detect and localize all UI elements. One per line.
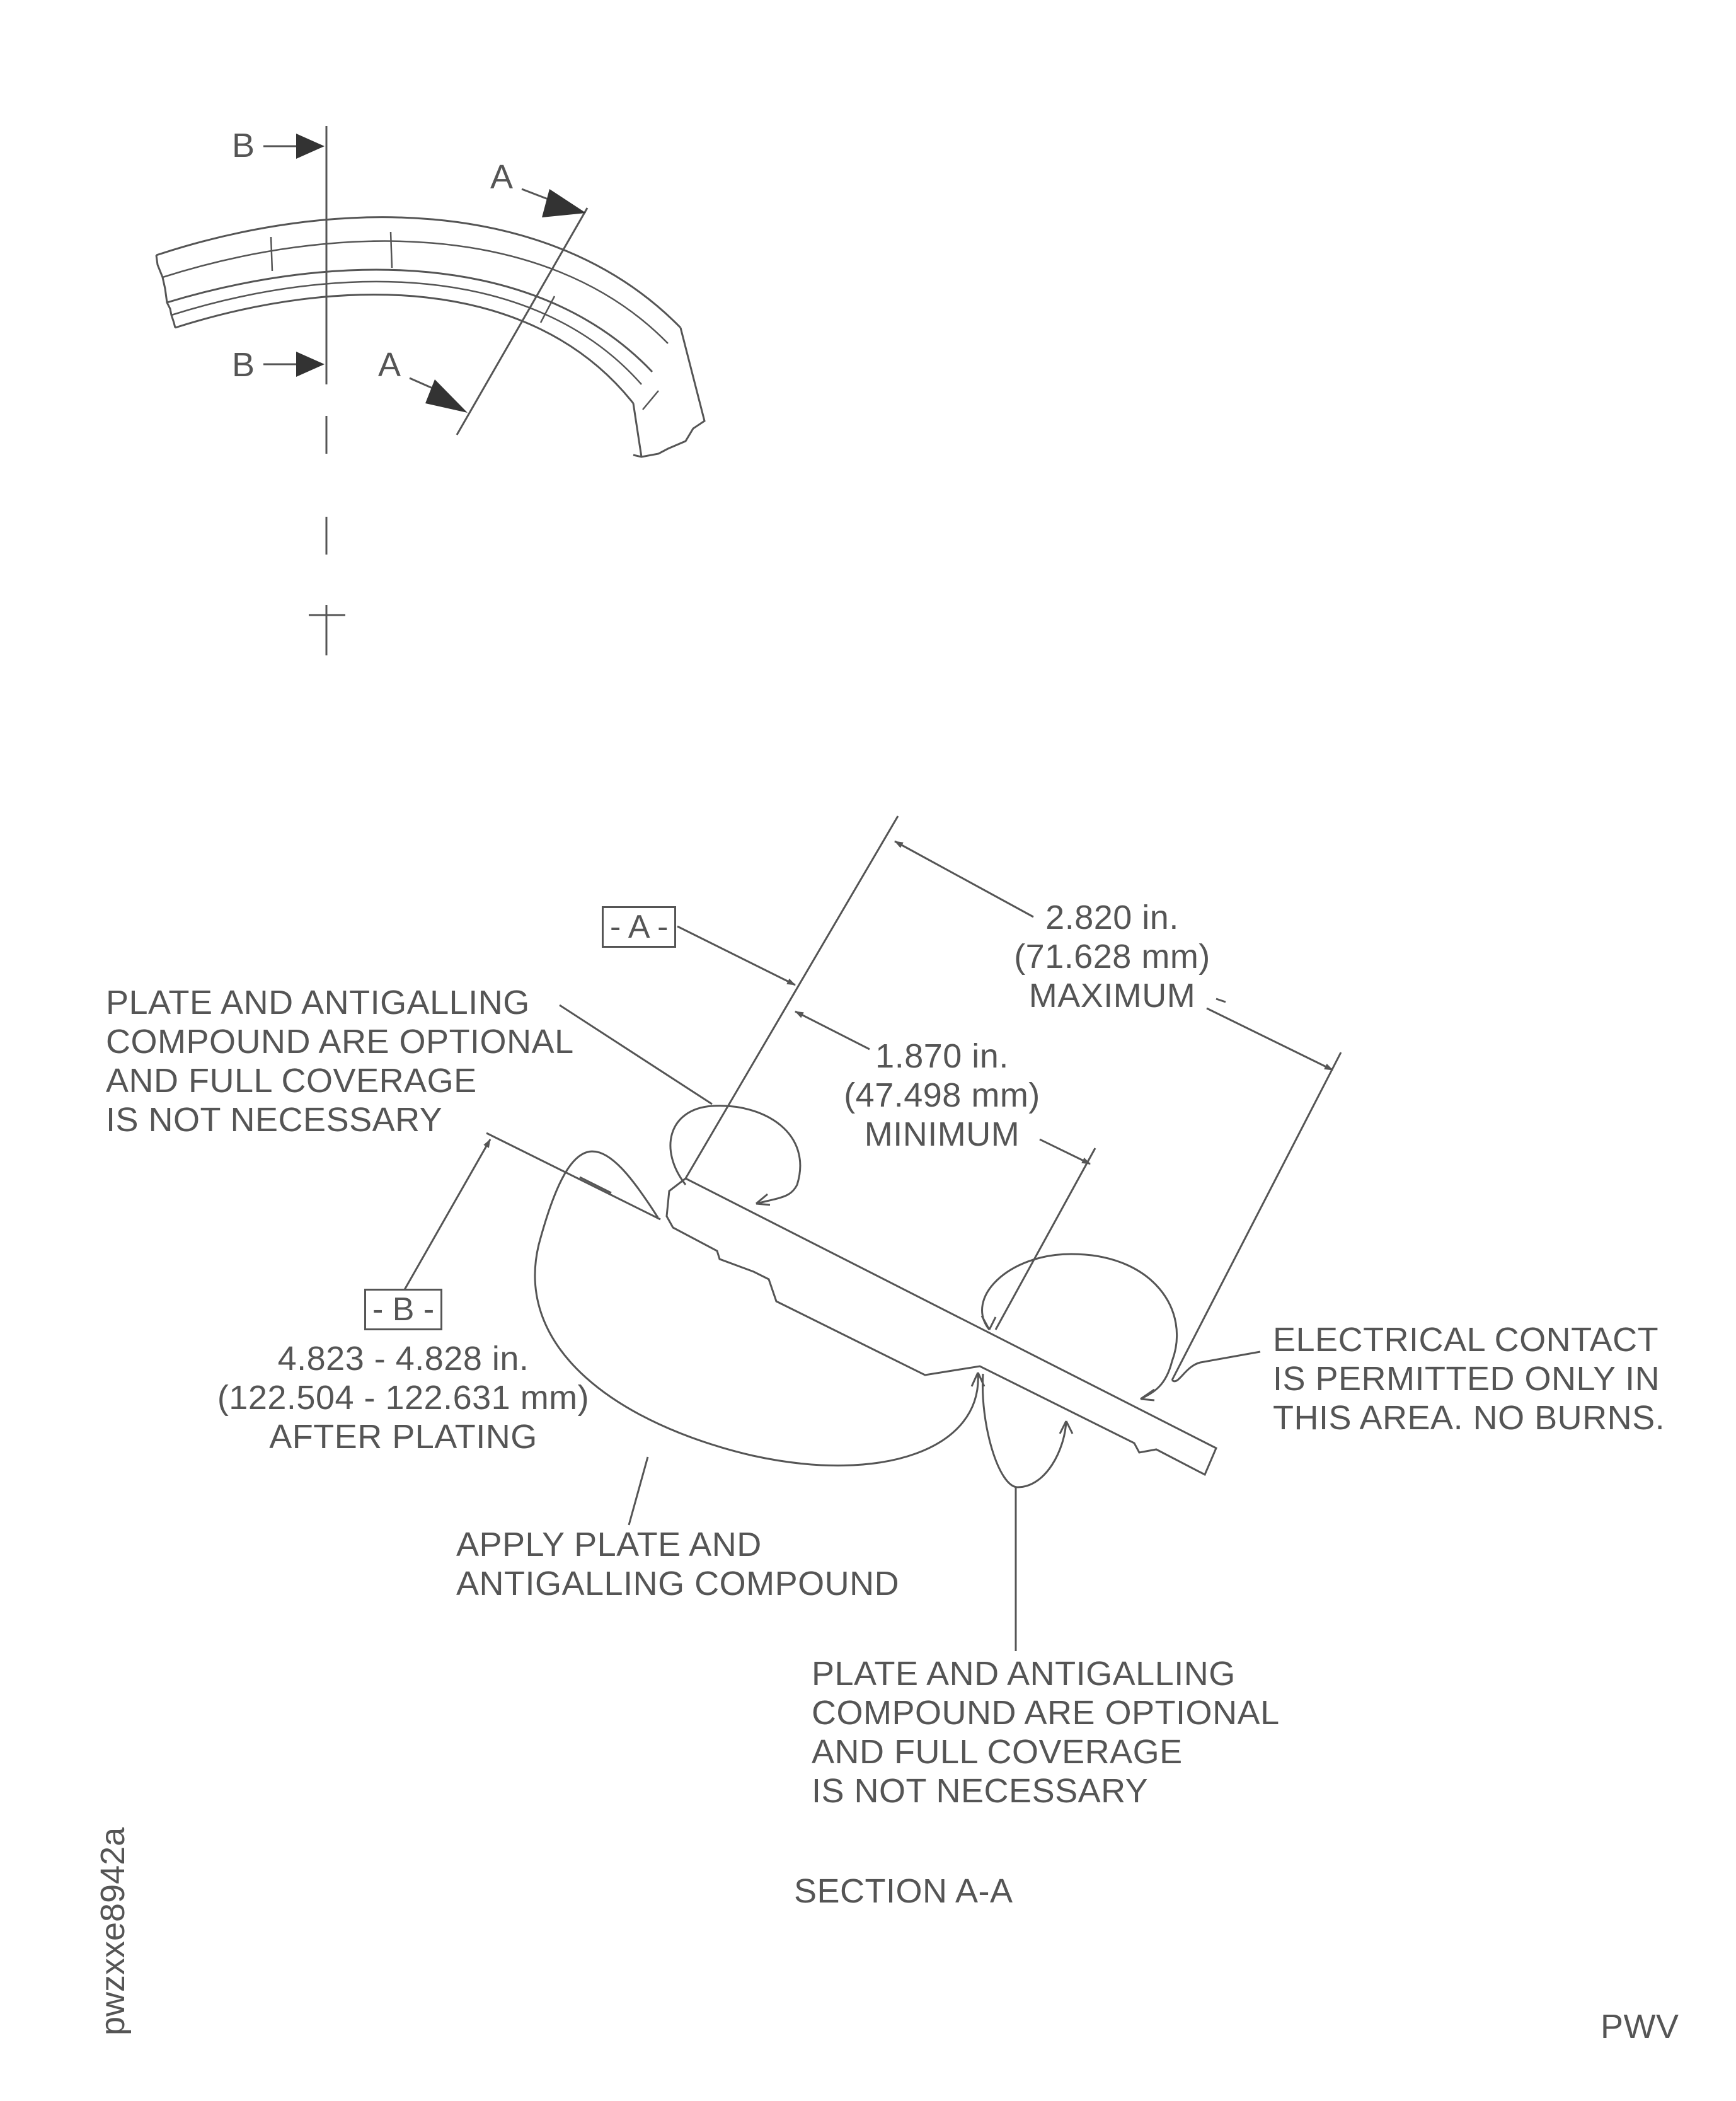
view-label-b-top: B (232, 127, 255, 164)
view-label-a-bottom: A (378, 346, 401, 384)
dimension-min-in: 1.870 in. (875, 1037, 1009, 1075)
dimension-diameter: 4.823 - 4.828 in. (122.504 - 122.631 mm)… (208, 1339, 599, 1456)
dimension-diameter-mm: (122.504 - 122.631 mm) (217, 1379, 590, 1417)
dimension-diameter-label: AFTER PLATING (269, 1418, 537, 1456)
section-title: SECTION A-A (794, 1872, 1013, 1910)
dimension-min-mm: (47.498 mm) (844, 1076, 1040, 1114)
view-label-b-bottom: B (232, 346, 255, 384)
dimension-max-mm: (71.628 mm) (1014, 938, 1210, 976)
datum-a-lines (677, 815, 899, 1179)
section-profile (665, 1177, 1217, 1476)
dimension-diameter-in: 4.823 - 4.828 in. (277, 1340, 529, 1378)
datum-b-line (402, 1132, 661, 1292)
dimension-max-in: 2.820 in. (1045, 899, 1179, 936)
datum-a-box: - A - (602, 906, 677, 948)
dimension-lines (795, 840, 1342, 1381)
view-label-a-top: A (490, 158, 514, 196)
note-optional-bottom: PLATE AND ANTIGALLING COMPOUND ARE OPTIO… (812, 1655, 1280, 1810)
datum-b-box: - B - (364, 1289, 443, 1330)
note-leaders (559, 998, 1261, 1651)
dimension-min: 1.870 in. (47.498 mm) MINIMUM (838, 1037, 1046, 1154)
section-a-cut-line (409, 188, 589, 435)
note-electrical-contact: ELECTRICAL CONTACT IS PERMITTED ONLY IN … (1273, 1321, 1665, 1437)
dimension-min-label: MINIMUM (864, 1115, 1020, 1153)
figure-id: pwzxxe8942a (94, 1827, 132, 2035)
dimension-max-label: MAXIMUM (1028, 977, 1196, 1015)
note-apply-plate: APPLY PLATE AND ANTIGALLING COMPOUND (456, 1526, 900, 1603)
logo: PWV (1601, 2008, 1679, 2046)
coverage-zones (534, 1105, 1178, 1488)
section-b-cut-line (263, 126, 345, 655)
ring-segment-view (155, 216, 706, 458)
dimension-max: 2.820 in. (71.628 mm) MAXIMUM (1008, 898, 1216, 1015)
note-optional-top: PLATE AND ANTIGALLING COMPOUND ARE OPTIO… (106, 984, 574, 1139)
